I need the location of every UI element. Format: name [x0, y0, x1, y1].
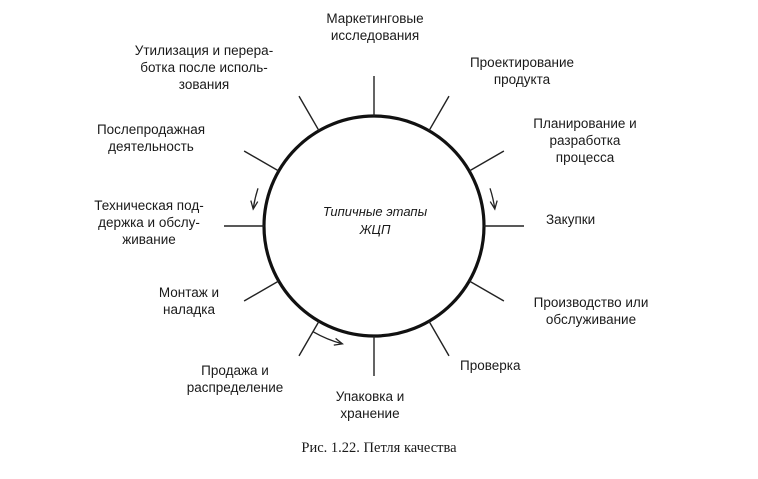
- spoke-sales: [298, 320, 320, 357]
- spoke-production: [468, 280, 505, 302]
- center-label: Типичные этапы ЖЦП: [322, 204, 428, 237]
- stage-design: Проектирование продукта: [469, 55, 575, 87]
- stage-after-sales: Послепродажная деятельность: [96, 122, 206, 154]
- stage-process-planning: Планирование и разработка процесса: [533, 116, 637, 165]
- spoke-after-sales: [243, 150, 280, 172]
- stage-packaging: Упаковка и хранение: [335, 389, 405, 421]
- spoke-installation: [243, 280, 280, 302]
- stage-production: Производство или обслуживание: [533, 295, 649, 327]
- figure-caption: Рис. 1.22. Петля качества: [301, 440, 457, 456]
- spoke-disposal: [298, 95, 320, 132]
- stage-tech-support: Техническая под- держка и обслу- живание: [94, 198, 204, 247]
- stage-inspection: Проверка: [460, 358, 521, 373]
- flow-arrow-right-head: [489, 200, 498, 211]
- stage-procurement: Закупки: [546, 212, 596, 227]
- stage-disposal: Утилизация и перера- ботка после исполь-…: [134, 43, 274, 92]
- flow-arrow-bottom-head: [333, 337, 344, 346]
- spoke-design: [428, 95, 450, 132]
- flow-arrow-bottom: [312, 331, 343, 345]
- stage-installation: Монтаж и наладка: [158, 285, 220, 317]
- stage-sales: Продажа и распределение: [186, 363, 284, 395]
- stage-marketing: Маркетинговые исследования: [326, 11, 424, 43]
- spoke-process-planning: [468, 150, 505, 172]
- spoke-inspection: [428, 320, 450, 357]
- flow-arrow-left-head: [250, 200, 259, 211]
